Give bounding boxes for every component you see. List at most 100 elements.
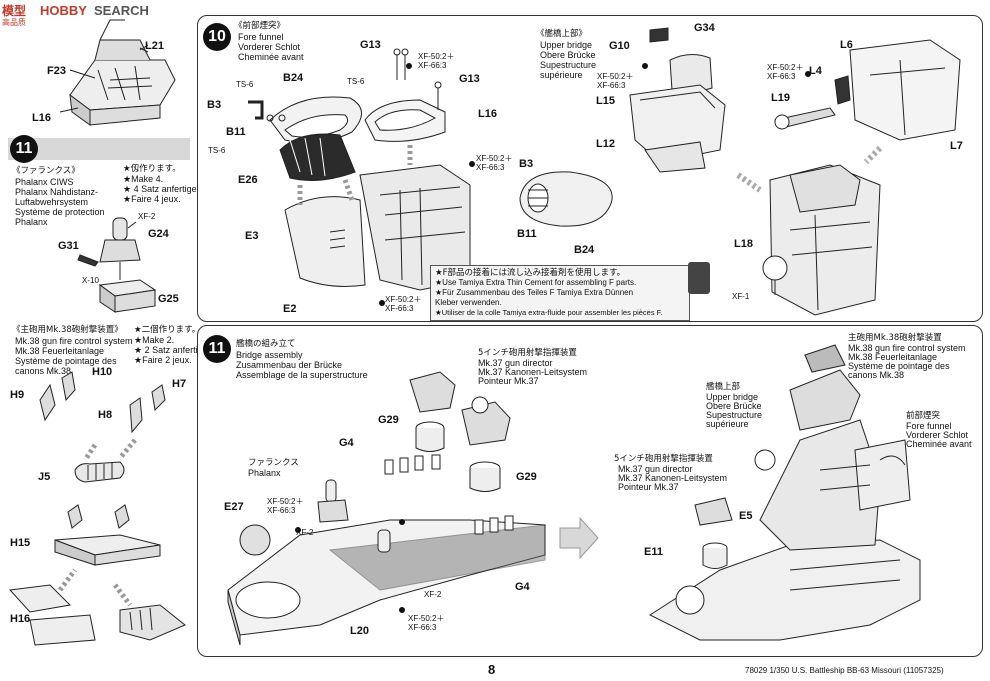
phalanx-make-4: ★Faire 4 jeux.: [123, 194, 181, 204]
upper-bridge-title-2: Obere Brücke: [540, 50, 596, 60]
funnel-title-3: Cheminée avant: [238, 52, 304, 62]
label-b3-detail: B3: [519, 158, 534, 170]
label-xf1: XF-1: [732, 292, 750, 301]
cement-note: ★F部品の接着には流し込み接着剤を使用します。 ★Use Tamiya Extr…: [430, 265, 690, 321]
upper-bridge-title-3: Supestructure: [540, 60, 597, 70]
phalanx-title-3: Luftabwehrsystem: [15, 197, 89, 207]
phalanx-label: Phalanx: [248, 468, 281, 478]
r-funnel-2: Vorderer Schlot: [906, 430, 969, 440]
phalanx-make-2: ★Make 4.: [123, 174, 164, 184]
label-l12: L12: [596, 138, 615, 150]
label-g34: G34: [694, 22, 715, 34]
note-line-3: ★Für Zusammenbau des Teiles F Tamiya Ext…: [435, 288, 634, 297]
label-e11: E11: [644, 546, 663, 558]
label-ts6-b: TS-6: [347, 77, 365, 86]
label-b3-funnel: B3: [207, 99, 222, 111]
mk38-make-4: ★Faire 2 jeux.: [134, 355, 192, 365]
phalanx-title-1: Phalanx CIWS: [15, 177, 74, 187]
label-g13-b: G13: [459, 73, 480, 85]
logo: 模型 HOBBY SEARCH 高品质: [0, 0, 170, 30]
label-l15: L15: [596, 95, 615, 107]
funnel-title-1: Fore funnel: [238, 32, 284, 42]
step-10-badge: 10: [203, 23, 231, 51]
label-g24: G24: [148, 228, 169, 240]
paint-upper-2b: XF-66:3: [767, 72, 796, 81]
logo-sub: 高品质: [2, 18, 26, 27]
label-ts6-a: TS-6: [236, 80, 254, 89]
label-g25: G25: [158, 293, 179, 305]
r-mk38-1: Mk.38 gun fire control system: [848, 343, 966, 353]
r-mk38-3: Système de pointage des: [848, 361, 950, 371]
paint-funnel-2a: XF-50:2＋: [476, 154, 513, 163]
label-g29-a: G29: [378, 414, 399, 426]
step-11-badge: 11: [10, 135, 38, 163]
r-funnel-jp: 前部煙突: [906, 411, 941, 421]
paint-funnel-3b: XF-66:3: [385, 304, 414, 313]
label-e27: E27: [224, 501, 244, 513]
label-g10: G10: [609, 40, 630, 52]
label-b24-funnel: B24: [283, 72, 304, 84]
label-h9: H9: [10, 389, 25, 401]
label-f23: F23: [47, 65, 66, 77]
r-director-2: Mk.37 Kanonen-Leitsystem: [618, 473, 728, 483]
mk38-make-1: ★二個作ります。: [134, 325, 201, 335]
label-b11-funnel: B11: [226, 126, 246, 138]
label-g29-b: G29: [516, 471, 537, 483]
phalanx-title-5: Phalanx: [15, 217, 48, 227]
cement-bottle-icon: [688, 262, 710, 294]
label-l16-funnel: L16: [478, 108, 497, 120]
director-line-1: Mk.37 gun director: [478, 358, 553, 368]
phalanx-make-1: ★仭作ります。: [123, 164, 181, 174]
label-h15: H15: [10, 537, 31, 549]
kit-code: 78029 1/350 U.S. Battleship BB-63 Missou…: [745, 666, 944, 675]
label-g4-a: G4: [339, 437, 354, 449]
paint-funnel-1a: XF-50:2＋: [418, 52, 455, 61]
paint-bridge-2b: XF-66:3: [408, 623, 437, 632]
r-mk38-4: canons Mk.38: [848, 370, 905, 380]
label-j5: J5: [38, 471, 51, 483]
logo-cn: 模型: [2, 4, 27, 18]
paint-funnel-2b: XF-66:3: [476, 163, 505, 172]
label-l20: L20: [350, 625, 369, 637]
label-b11-detail: B11: [517, 228, 537, 240]
phalanx-jp: ファランクス: [248, 458, 299, 468]
mk38-title-4: canons Mk.38: [15, 366, 72, 376]
label-e5: E5: [739, 510, 753, 522]
paint-upper-1a: XF-50:2＋: [597, 72, 634, 81]
r-upper-2: Obere Brücke: [706, 401, 762, 411]
funnel-title-2: Vorderer Schlot: [238, 42, 301, 52]
label-x10: X-10: [82, 276, 99, 285]
r-director-3: Pointeur Mk.37: [618, 482, 679, 492]
logo-hobby: HOBBY: [40, 3, 87, 18]
mk38-make-2: ★Make 2.: [134, 335, 175, 345]
label-b24-detail: B24: [574, 244, 595, 256]
paint-funnel-3a: XF-50:2＋: [385, 295, 422, 304]
mk38-make-3: ★ 2 Satz anfertigen.: [134, 345, 216, 355]
r-upper-3: Supestructure: [706, 410, 763, 420]
note-line-2: ★Use Tamiya Extra Thin Cement for assemb…: [435, 278, 637, 287]
label-l19: L19: [771, 92, 790, 104]
paint-funnel-1b: XF-66:3: [418, 61, 447, 70]
paint-upper-2a: XF-50:2＋: [767, 63, 804, 72]
mk38-title-3: Système de pointage des: [15, 356, 117, 366]
paint-bridge-2a: XF-50:2＋: [408, 614, 445, 623]
r-upper-jp: 艦橋上部: [706, 382, 741, 392]
logo-search: SEARCH: [94, 3, 149, 18]
director-line-3: Pointeur Mk.37: [478, 376, 539, 386]
bridge-title-jp: 艦橋の組み立て: [236, 339, 296, 349]
mk38-title-jp: 《主砲用Mk.38砲射撃装置》: [12, 325, 123, 335]
phalanx-xf2: XF-2: [138, 212, 156, 221]
r-funnel-1: Fore funnel: [906, 421, 952, 431]
label-e26: E26: [238, 174, 258, 186]
label-h10: H10: [92, 366, 113, 378]
r-upper-1: Upper bridge: [706, 392, 759, 402]
label-e2: E2: [283, 303, 297, 315]
bridge-title-2: Zusammenbau der Brücke: [236, 360, 343, 370]
label-h16: H16: [10, 613, 31, 625]
label-h8: H8: [98, 409, 113, 421]
upper-bridge-title-jp: 《艦橋上部》: [536, 29, 588, 39]
